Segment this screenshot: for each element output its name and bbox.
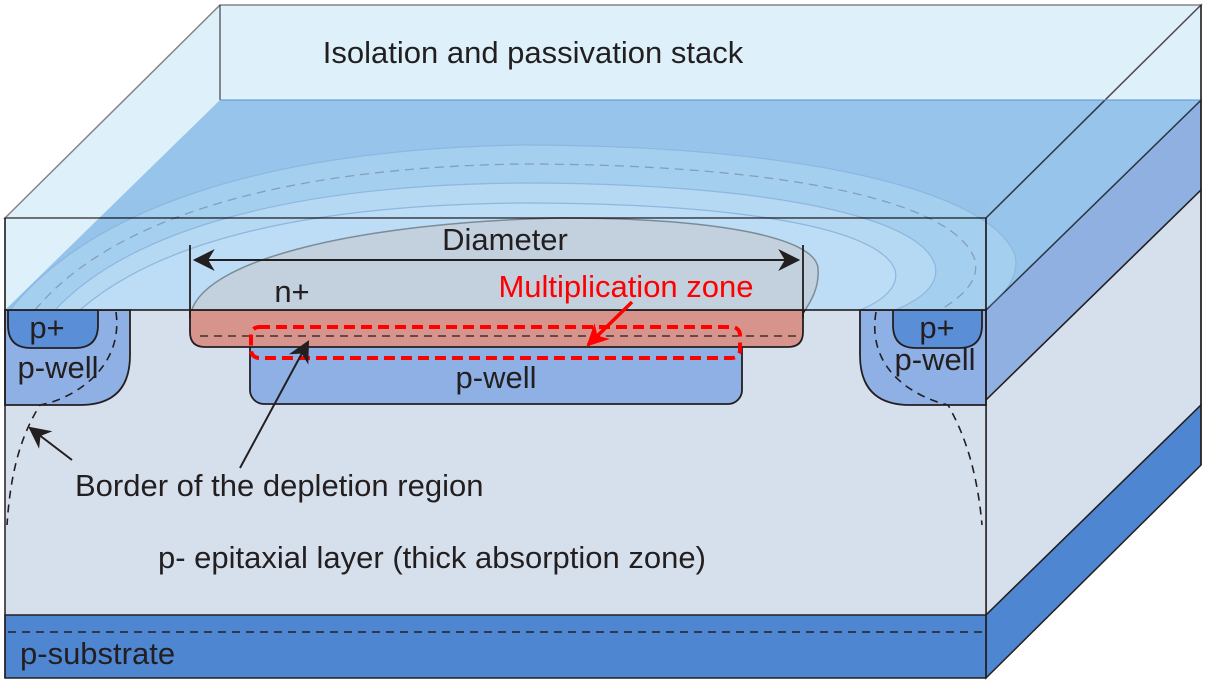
label-multiplication-zone: Multiplication zone [498, 269, 753, 304]
depletion-border-right [873, 311, 983, 526]
label-p-plus-left: p+ [29, 310, 64, 345]
p-plus-left [7, 309, 99, 349]
label-diameter: Diameter [442, 222, 568, 257]
label-n-plus: n+ [274, 274, 309, 309]
label-epitaxial-layer: p- epitaxial layer (thick absorption zon… [158, 540, 706, 575]
depletion-arrow-to-nplus [239, 340, 310, 469]
label-p-well-center: p-well [456, 360, 537, 395]
label-isolation-passivation: Isolation and passivation stack [323, 35, 744, 70]
depletion-arrow-to-left [28, 426, 73, 461]
label-substrate: p-substrate [20, 636, 175, 671]
label-p-well-right: p-well [895, 342, 976, 377]
n-plus-region [189, 309, 804, 348]
depletion-border-left [6, 311, 118, 526]
label-p-well-left: p-well [18, 350, 99, 385]
p-plus-right [892, 309, 983, 349]
label-depletion-border: Border of the depletion region [75, 468, 483, 503]
multiplication-zone [249, 325, 742, 360]
label-p-plus-right: p+ [919, 310, 954, 345]
multiplication-zone-arrow [586, 300, 634, 347]
